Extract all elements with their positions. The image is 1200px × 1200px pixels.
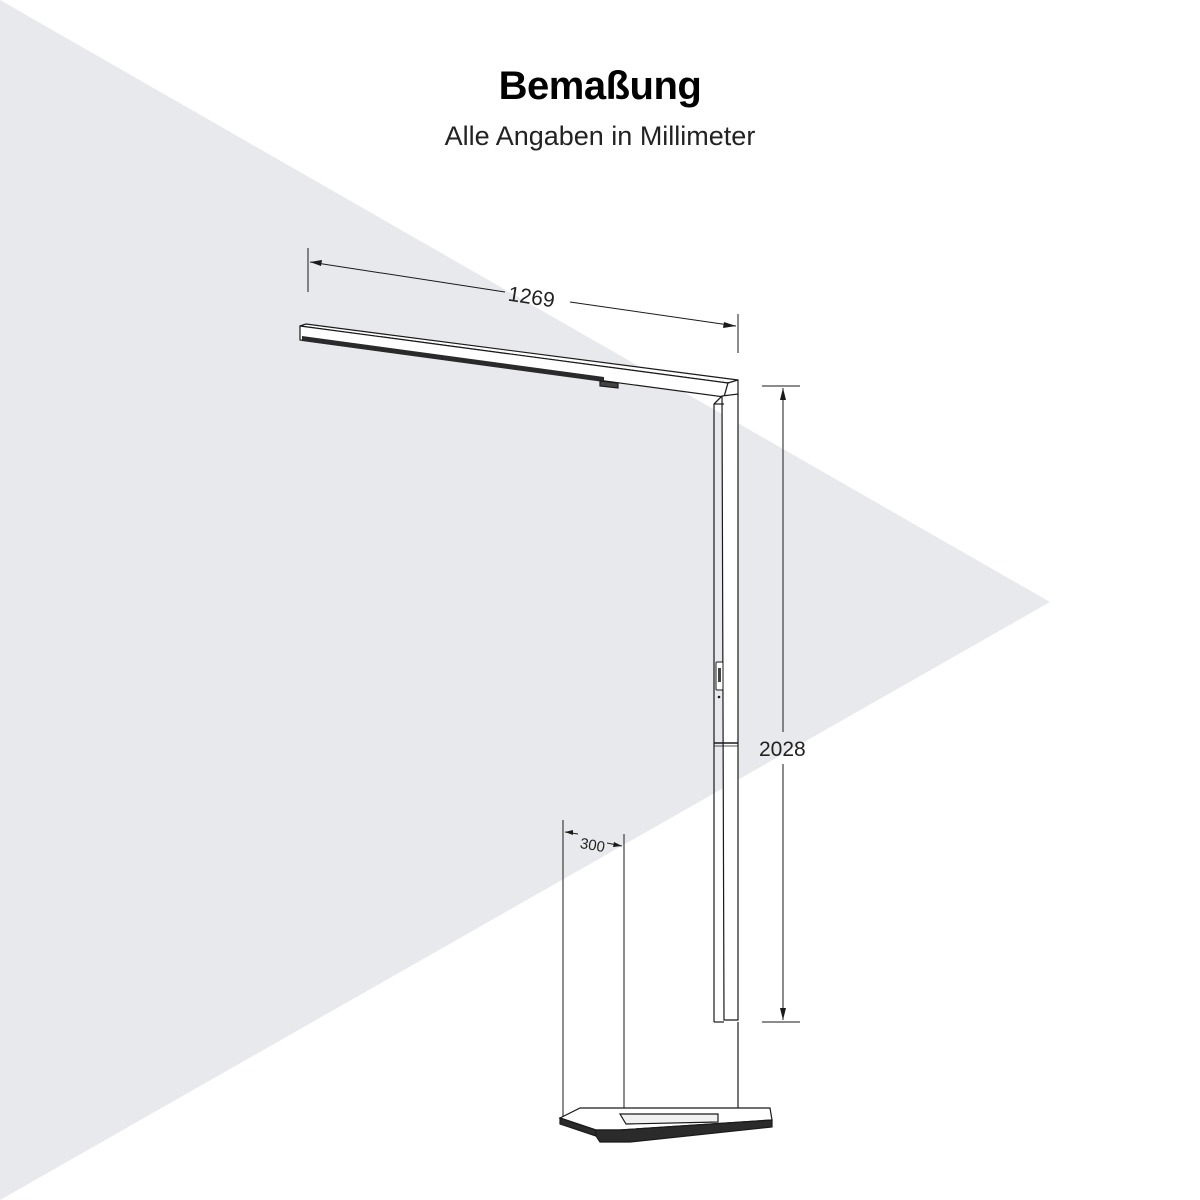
page-title: Bemaßung: [498, 64, 702, 108]
base-dimension: [562, 820, 625, 1132]
lamp-base: [558, 1022, 773, 1143]
width-dimension: [307, 248, 739, 353]
lamp-head: [299, 323, 739, 398]
background-triangle: [0, 0, 1050, 1200]
height-label: 2028: [759, 738, 806, 761]
base-label: 300: [579, 835, 607, 856]
switch-icon: [715, 661, 724, 699]
height-dimension: [762, 385, 800, 1023]
page-subtitle: Alle Angaben in Millimeter: [444, 121, 756, 151]
lamp-pole: [713, 393, 739, 1023]
